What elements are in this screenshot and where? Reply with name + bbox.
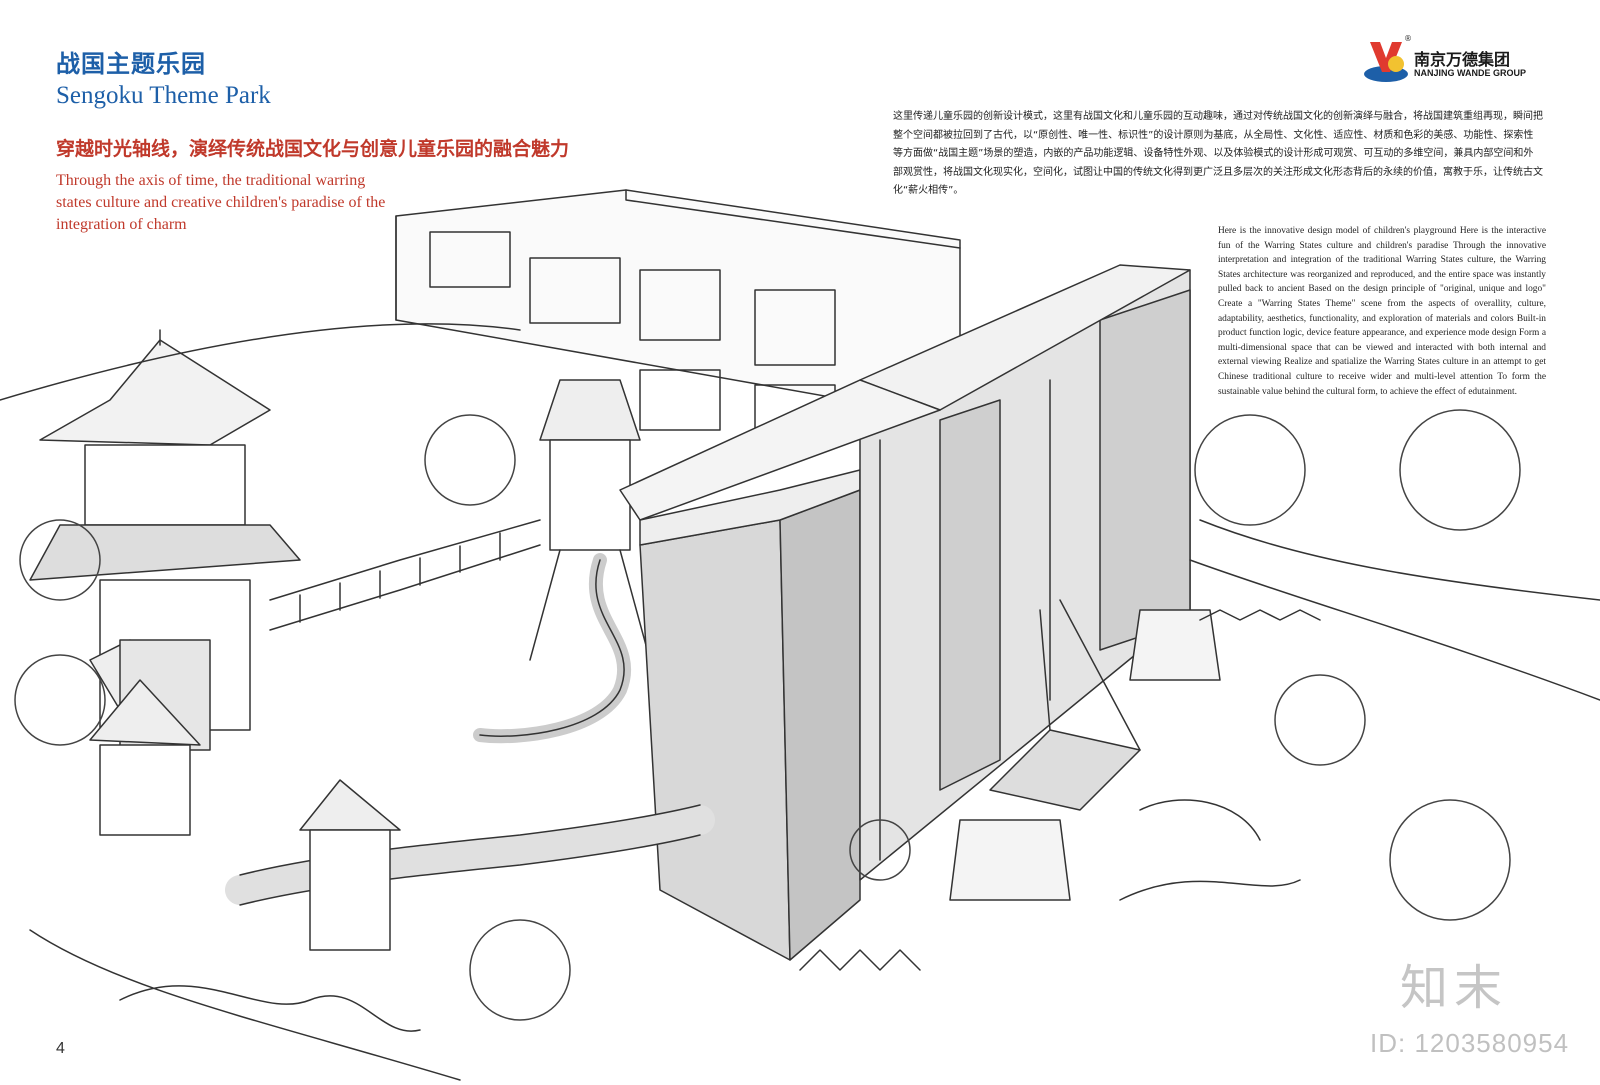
- page-number: 4: [56, 1040, 65, 1057]
- watermark-brand: 知末: [1400, 960, 1509, 1016]
- registered-mark: ®: [1404, 34, 1412, 43]
- page-title-cn: 战国主题乐园: [56, 50, 206, 78]
- spiral-slide: [473, 553, 632, 744]
- pavilion: [89, 679, 401, 951]
- watch-tower: [529, 379, 651, 661]
- background-building: [395, 189, 961, 446]
- page-title-en: Sengoku Theme Park: [56, 82, 271, 109]
- company-name-en: NANJING WANDE GROUP: [1414, 68, 1527, 78]
- rope-bridge: [269, 519, 541, 631]
- slogan-cn: 穿越时光轴线，演绎传统战国文化与创意儿童乐园的融合魅力: [56, 138, 570, 160]
- company-logo: ® 南京万德集团 NANJING WANDE GROUP: [1362, 34, 1552, 88]
- company-name-cn: 南京万德集团: [1414, 50, 1511, 69]
- fences: [799, 609, 1321, 971]
- trees: [14, 409, 1521, 1021]
- watermark-id: ID: 1203580954: [1370, 1028, 1570, 1058]
- ground-paths: [0, 323, 1301, 1081]
- slogan-en: Through the axis of time, the traditiona…: [56, 172, 386, 233]
- right-play-area: [949, 519, 1600, 901]
- wande-group-logo-icon: [1364, 42, 1408, 82]
- pagoda-tower: [29, 329, 301, 761]
- description-en: Here is the innovative design model of c…: [1218, 226, 1546, 397]
- drawbridge: [989, 599, 1141, 811]
- description-cn: 这里传递儿童乐园的创新设计模式，这里有战国文化和儿童乐园的互动趣味，通过对传统战…: [893, 111, 1543, 196]
- castle-fortress: [619, 264, 1191, 961]
